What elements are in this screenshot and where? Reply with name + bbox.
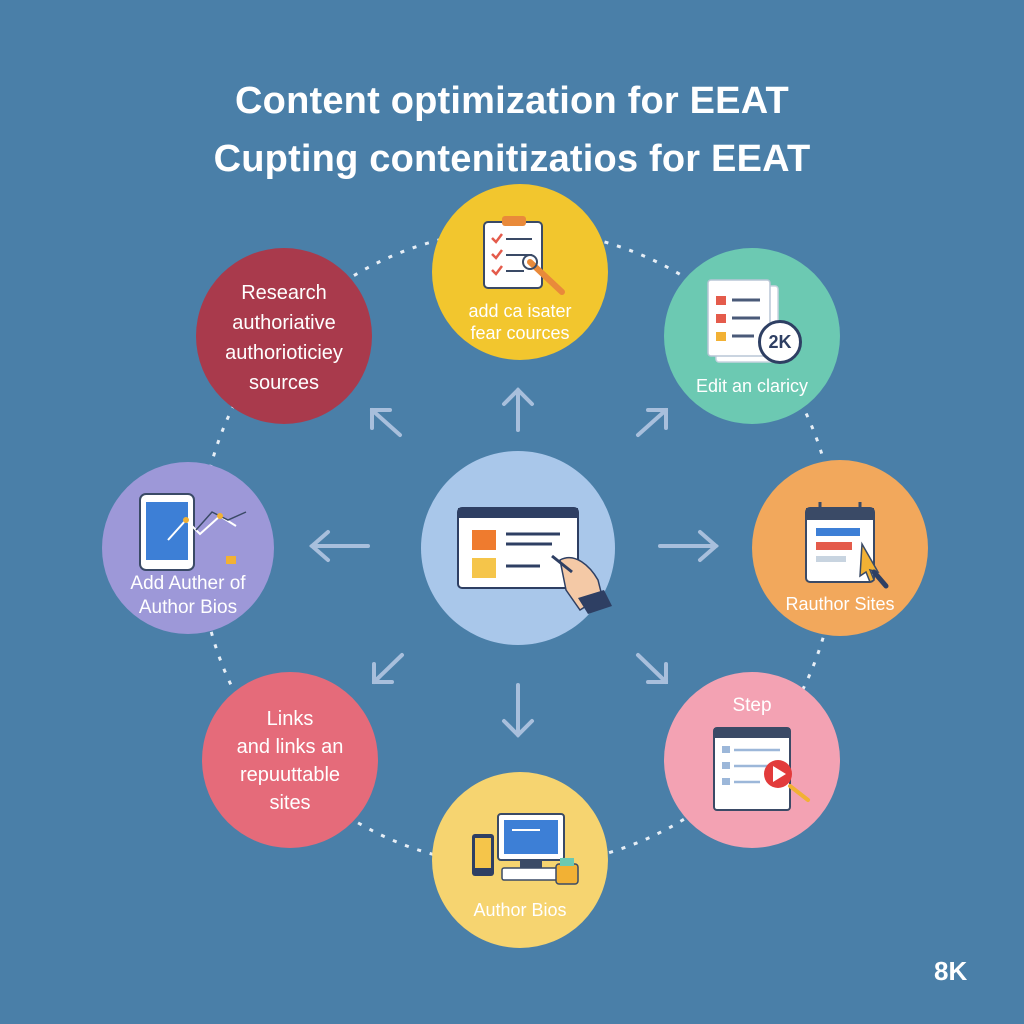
edit-line-1: Edit an claricy <box>695 376 809 396</box>
bottom-line-1: Author Bios <box>473 900 567 920</box>
links-line-2: and links an <box>236 736 344 758</box>
research-line-3: authorioticiey <box>225 342 343 364</box>
corner-resolution-badge: 8K <box>934 956 968 986</box>
edit-node-badge-text: 2K <box>768 331 792 352</box>
title-line-2: Cupting contenitizatios for EEAT <box>213 138 811 180</box>
tablet-graph-icon <box>139 493 247 571</box>
links-line-4: sites <box>269 792 311 814</box>
links-line-1: Links <box>266 708 314 730</box>
arrow-down <box>502 683 534 738</box>
arrow-down-left <box>372 653 404 684</box>
top-line-1: add ca isater <box>468 301 572 321</box>
arrow-left <box>308 530 370 562</box>
node-links-circle <box>202 672 378 848</box>
edit-node-count-badge: 2K <box>758 320 802 364</box>
research-line-4: sources <box>248 372 320 394</box>
add-author-line-2: Author Bios <box>138 597 238 618</box>
rauthor-line-1: Rauthor Sites <box>785 594 895 614</box>
arrow-down-right <box>636 653 668 684</box>
node-rauthor-label: Rauthor Sites <box>760 590 920 618</box>
node-top-label: add ca isater fear cources <box>440 300 600 344</box>
node-links-label: Links and links an repuuttable sites <box>206 705 374 817</box>
browser-hand-icon <box>457 507 612 614</box>
arrow-up-right <box>636 408 668 437</box>
desktop-devices-icon <box>472 813 579 885</box>
calendar-cursor-icon <box>805 502 889 589</box>
node-step-label: Step <box>672 692 832 720</box>
node-edit-label: Edit an claricy <box>672 372 832 400</box>
node-research-circle <box>196 248 372 424</box>
top-line-2: fear cources <box>470 323 570 343</box>
add-author-line-1: Add Auther of <box>130 573 246 594</box>
step-line-1: Step <box>732 695 772 716</box>
clipboard-checklist-icon <box>483 216 565 295</box>
links-line-3: repuuttable <box>239 764 341 786</box>
arrows <box>308 387 720 738</box>
video-document-icon <box>713 727 810 811</box>
title-line-1: Content optimization for EEAT <box>235 80 789 122</box>
arrow-up-left <box>370 408 402 437</box>
research-line-2: authoriative <box>232 312 336 334</box>
arrow-up <box>502 387 534 432</box>
research-line-1: Research <box>241 282 327 304</box>
node-add-author-label: Add Auther of Author Bios <box>108 572 268 620</box>
node-research-label: Research authoriative authorioticiey sou… <box>204 278 364 398</box>
arrow-right <box>658 530 720 562</box>
node-bottom-label: Author Bios <box>440 896 600 924</box>
